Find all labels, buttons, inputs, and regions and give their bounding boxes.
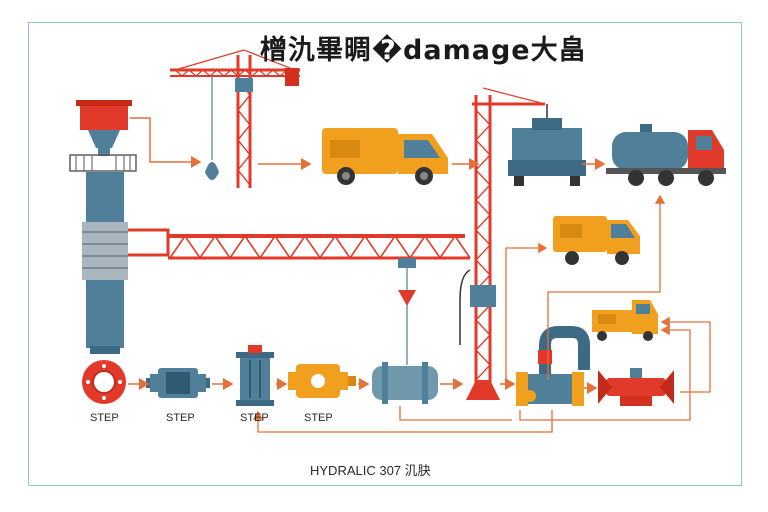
step-label: STEP [240,412,269,424]
transformer-icon [508,104,586,186]
delivery-van-icon [322,128,448,185]
page-title: 橧氿畢晭�damage大畠 [260,35,587,66]
step-label: STEP [166,412,195,424]
footer-caption: HYDRALIC 307 㲹䏐 [310,463,431,478]
tank-truck-icon [606,124,726,186]
pipe-flange-icon [82,360,126,404]
compressor-icon [288,364,356,398]
top-tower-crane-icon [170,49,300,188]
tall-tower-crane-icon [459,87,546,400]
pipe-pump-assembly-icon [516,326,590,406]
step-label: STEP [90,412,119,424]
pump-icon [146,368,210,398]
jib-crane-icon [128,228,471,365]
red-valve-icon [598,368,674,406]
tank-icon [372,362,438,404]
silo-tower-icon [69,100,137,354]
small-truck-icon [592,300,658,341]
flow-arrows [128,117,711,433]
utility-truck-icon [553,216,640,265]
cylinder-icon [236,345,274,406]
step-label: STEP [304,412,333,424]
